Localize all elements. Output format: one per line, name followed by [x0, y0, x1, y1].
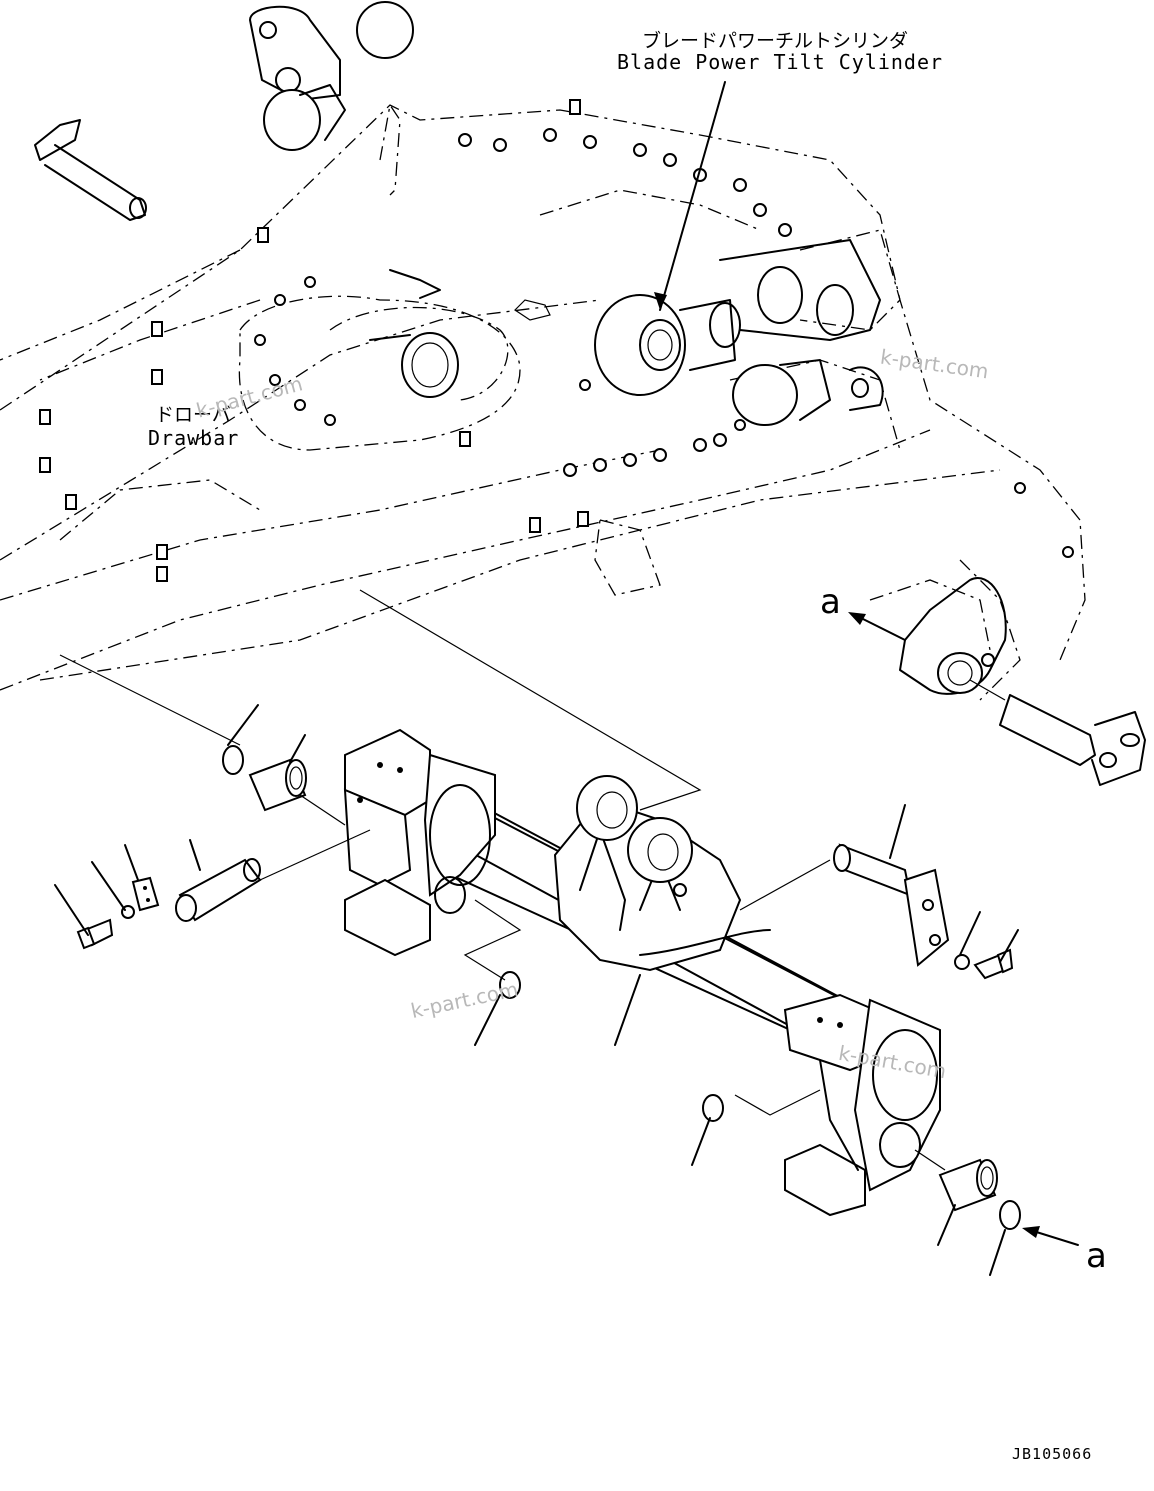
- drawbar-label-en: Drawbar: [148, 426, 240, 450]
- drawbar-label-jp: ドローバ: [155, 404, 231, 426]
- cylinder-label-en: Blade Power Tilt Cylinder: [617, 50, 944, 74]
- cylinder-label-jp: ブレードパワーチルトシリンダ: [642, 30, 909, 52]
- drawing-number: JB105066: [1012, 1445, 1093, 1463]
- tilt-cylinder-mount: [594, 239, 884, 426]
- reference-a-bottom: a: [1086, 1236, 1107, 1276]
- leader-lines: [54, 81, 1079, 1276]
- frame-top-pin: [34, 1, 414, 221]
- loose-parts: [76, 745, 1021, 1230]
- reference-a-top: a: [820, 582, 841, 622]
- frame-bolts: [39, 99, 1074, 582]
- blade-power-tilt-cylinder: [343, 728, 941, 1217]
- drawbar-pivot-boss: [369, 269, 551, 398]
- frame-arm-pin: [899, 577, 1146, 786]
